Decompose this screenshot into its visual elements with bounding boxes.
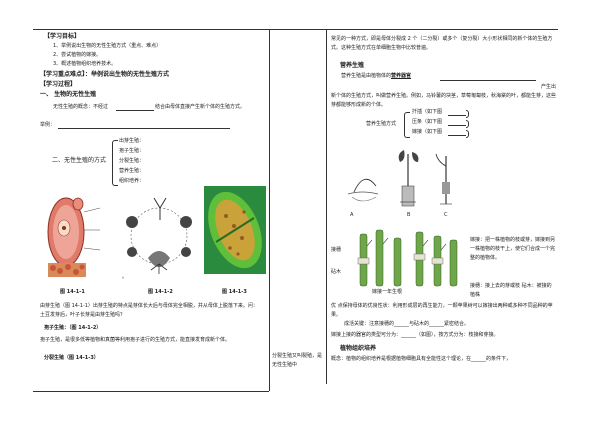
graft-types: 嫁接上接的器官的类型可分为：______（如图），按方式分为：枝接和芽接。 — [331, 332, 499, 338]
cutting-blank[interactable] — [448, 115, 466, 116]
top-border — [33, 29, 558, 30]
method-fission: 分裂生殖： — [119, 158, 145, 164]
graft-key: 成活关键：注意接穗的______与砧木的______紧密结合。 — [344, 321, 470, 327]
veg-method-layering: 压条（如下图 — [412, 119, 443, 125]
fig-letter-c: C — [444, 212, 448, 218]
method-budding: 出芽生殖： — [119, 138, 145, 144]
graft-label-scion: 接穗 — [331, 247, 342, 253]
veg-text-prefix: 营养生殖是由植物体的 — [341, 73, 392, 79]
vegetative-text-c: 产生出新个体的生殖方式，叫做营养生殖。例如，马铃薯的块茎，草莓匍匐枝，秋海棠的叶… — [331, 84, 557, 108]
concept-prefix: 无性生殖的概念：不经过 — [53, 104, 109, 110]
methods-brace — [112, 140, 118, 186]
graft-description: 嫁接：把一株植物的枝或芽，嫁接到另一株植物的枝干上，使它们合成一个完整的植物体。 — [470, 237, 556, 261]
example-prefix: 举例： — [40, 122, 56, 128]
spore-title: 孢子生殖：（图 14-1-2） — [44, 325, 102, 331]
concept-suffix: 结合由母体直接产生新个体的生殖方式。 — [155, 104, 246, 110]
veg-methods-label: 营养生殖方式 — [366, 121, 397, 127]
method-spore: 孢子生殖： — [119, 148, 145, 154]
fission-title: 分裂生殖（图 14-1-3） — [44, 355, 99, 361]
veg-method-grafting: 嫁接（如下图 — [412, 129, 443, 135]
vegetative-title: 营养生殖 — [340, 62, 365, 69]
section-1-title: 一、 生物的无性生殖 — [40, 91, 97, 98]
layering-blank[interactable] — [448, 125, 466, 126]
caption-14-1-3: 图 14-1-3 — [222, 289, 247, 295]
objective-2: 2、尝试植物的嫁接。 — [53, 52, 102, 58]
objective-1: 1、举例说出生物的无性生殖方式（重点、难点） — [53, 43, 162, 49]
section-2-title: 二、无性生殖的方式 — [52, 157, 107, 164]
tissue-text: 概念：植物的组织培养是根据植物细胞具有全能性这个理论，在______的条件下， — [331, 356, 512, 362]
graft-advantage: 优 点保持母体的优良性状：利用形成层的再生能力，一颗苹果树可以嫁接出两种或多种不… — [331, 303, 553, 318]
figure-14-1-3-fission — [204, 186, 266, 274]
bottom-border — [33, 391, 269, 392]
concept-blank[interactable] — [116, 110, 154, 111]
column-divider-right — [326, 29, 327, 384]
propagation-illustration — [346, 142, 468, 218]
svg-text:。: 。 — [122, 274, 127, 280]
graft-parts: 接穗：接上去的芽或枝 砧木：被接的植株 — [470, 283, 552, 298]
spore-text: 孢子生殖，是很多低等植物和真菌等利用孢子进行的生殖方式，能直接发育成新个体。 — [40, 337, 231, 343]
grafting-blank[interactable] — [448, 135, 466, 136]
keypoints: 【学习重点难点】：举例说出生物的无性生殖方式 — [40, 71, 170, 78]
vegetative-text-a: 营养生殖是由植物体的营养器官 — [341, 74, 411, 79]
fig-letter-b: B — [407, 212, 411, 218]
fission-illustration — [204, 186, 266, 274]
caption-14-1-2: 图 14-1-2 — [148, 289, 173, 295]
caption-14-1-1: 图 14-1-1 — [60, 289, 85, 295]
veg-methods-brace — [404, 112, 410, 138]
method-vegetative: 营养生殖： — [119, 168, 145, 174]
budding-paragraph: 由芽生殖（图 14-1-1）出芽生殖的特点是芽体长大后与母体完全相脱，并从母体上… — [40, 303, 258, 318]
graft-label-stock: 砧木 — [331, 269, 342, 275]
middle-note: 分裂生殖又叫裂殖，是无性生殖中 — [272, 353, 323, 368]
veg-blank[interactable] — [440, 80, 536, 81]
figure-14-1-1-yeast — [40, 190, 110, 280]
cutting-close — [466, 110, 469, 118]
column-divider-left — [269, 29, 270, 391]
fission-paragraph: 常见的一种方式，即是母体分裂成 2 个（二分裂）或多个（复分裂）大小形状相同的新… — [331, 36, 553, 51]
spore-cycle-illustration: 。 — [118, 192, 200, 280]
method-tissue: 组织培养： — [119, 178, 145, 184]
figure-propagation-abc — [346, 142, 468, 218]
process-title: 【学习过程】 — [40, 81, 77, 88]
figure-14-1-2-spore-cycle: 。 — [118, 192, 200, 280]
graft-label-year: 嫁接一年生根 — [372, 289, 403, 295]
objective-3: 3、概述植物组织培养技术。 — [53, 61, 117, 67]
grafting-illustration — [346, 224, 464, 292]
yeast-illustration — [40, 190, 110, 280]
objectives-title: 【学习目标】 — [44, 33, 81, 40]
example-blank[interactable] — [58, 128, 230, 129]
grafting-close — [466, 130, 469, 138]
figure-grafting — [346, 224, 464, 292]
veg-organ: 营养器官 — [391, 73, 412, 79]
fig-letter-a: A — [350, 212, 354, 218]
veg-method-cutting: 扦插（如下图 — [412, 109, 443, 115]
tissue-title: 植物组织培养 — [340, 345, 377, 352]
layering-close — [466, 120, 469, 128]
